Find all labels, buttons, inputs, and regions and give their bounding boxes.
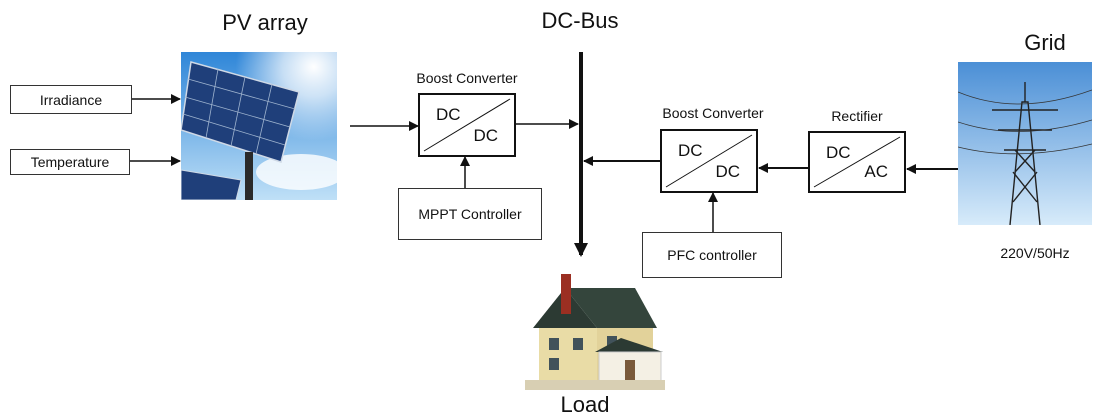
load-label: Load: [560, 392, 610, 417]
rectifier-block: DC AC: [808, 131, 906, 193]
rectifier-caption: Rectifier: [831, 108, 883, 124]
mppt-controller-label: MPPT Controller: [418, 206, 522, 222]
grid-boost-caption: Boost Converter: [662, 105, 764, 121]
dc-bus-label: DC-Bus: [541, 8, 619, 33]
pfc-controller-box: PFC controller: [642, 232, 782, 278]
temperature-label: Temperature: [30, 154, 110, 170]
pv-boost-caption: Boost Converter: [416, 70, 518, 86]
grid-boost-output-label: DC: [715, 162, 740, 181]
pv-boost-output-label: DC: [473, 126, 498, 145]
rectifier-dc-label: DC: [826, 143, 851, 162]
irradiance-box: Irradiance: [10, 85, 132, 114]
pfc-controller-label: PFC controller: [667, 247, 757, 263]
grid-boost-input-label: DC: [678, 141, 703, 160]
pv-boost-input-label: DC: [436, 105, 461, 124]
mppt-controller-box: MPPT Controller: [398, 188, 542, 240]
irradiance-label: Irradiance: [39, 91, 103, 108]
rectifier-ac-label: AC: [864, 162, 888, 181]
temperature-box: Temperature: [10, 149, 130, 175]
house-image: [525, 274, 665, 390]
pv-array-label: PV array: [222, 10, 308, 35]
grid-label: Grid: [1024, 30, 1066, 55]
pv-boost-converter: DC DC: [418, 93, 516, 157]
grid-boost-converter: DC DC: [660, 129, 758, 193]
solar-panel-image: [181, 52, 337, 200]
grid-rating-label: 220V/50Hz: [1000, 245, 1070, 261]
transmission-tower-image: [958, 62, 1092, 225]
